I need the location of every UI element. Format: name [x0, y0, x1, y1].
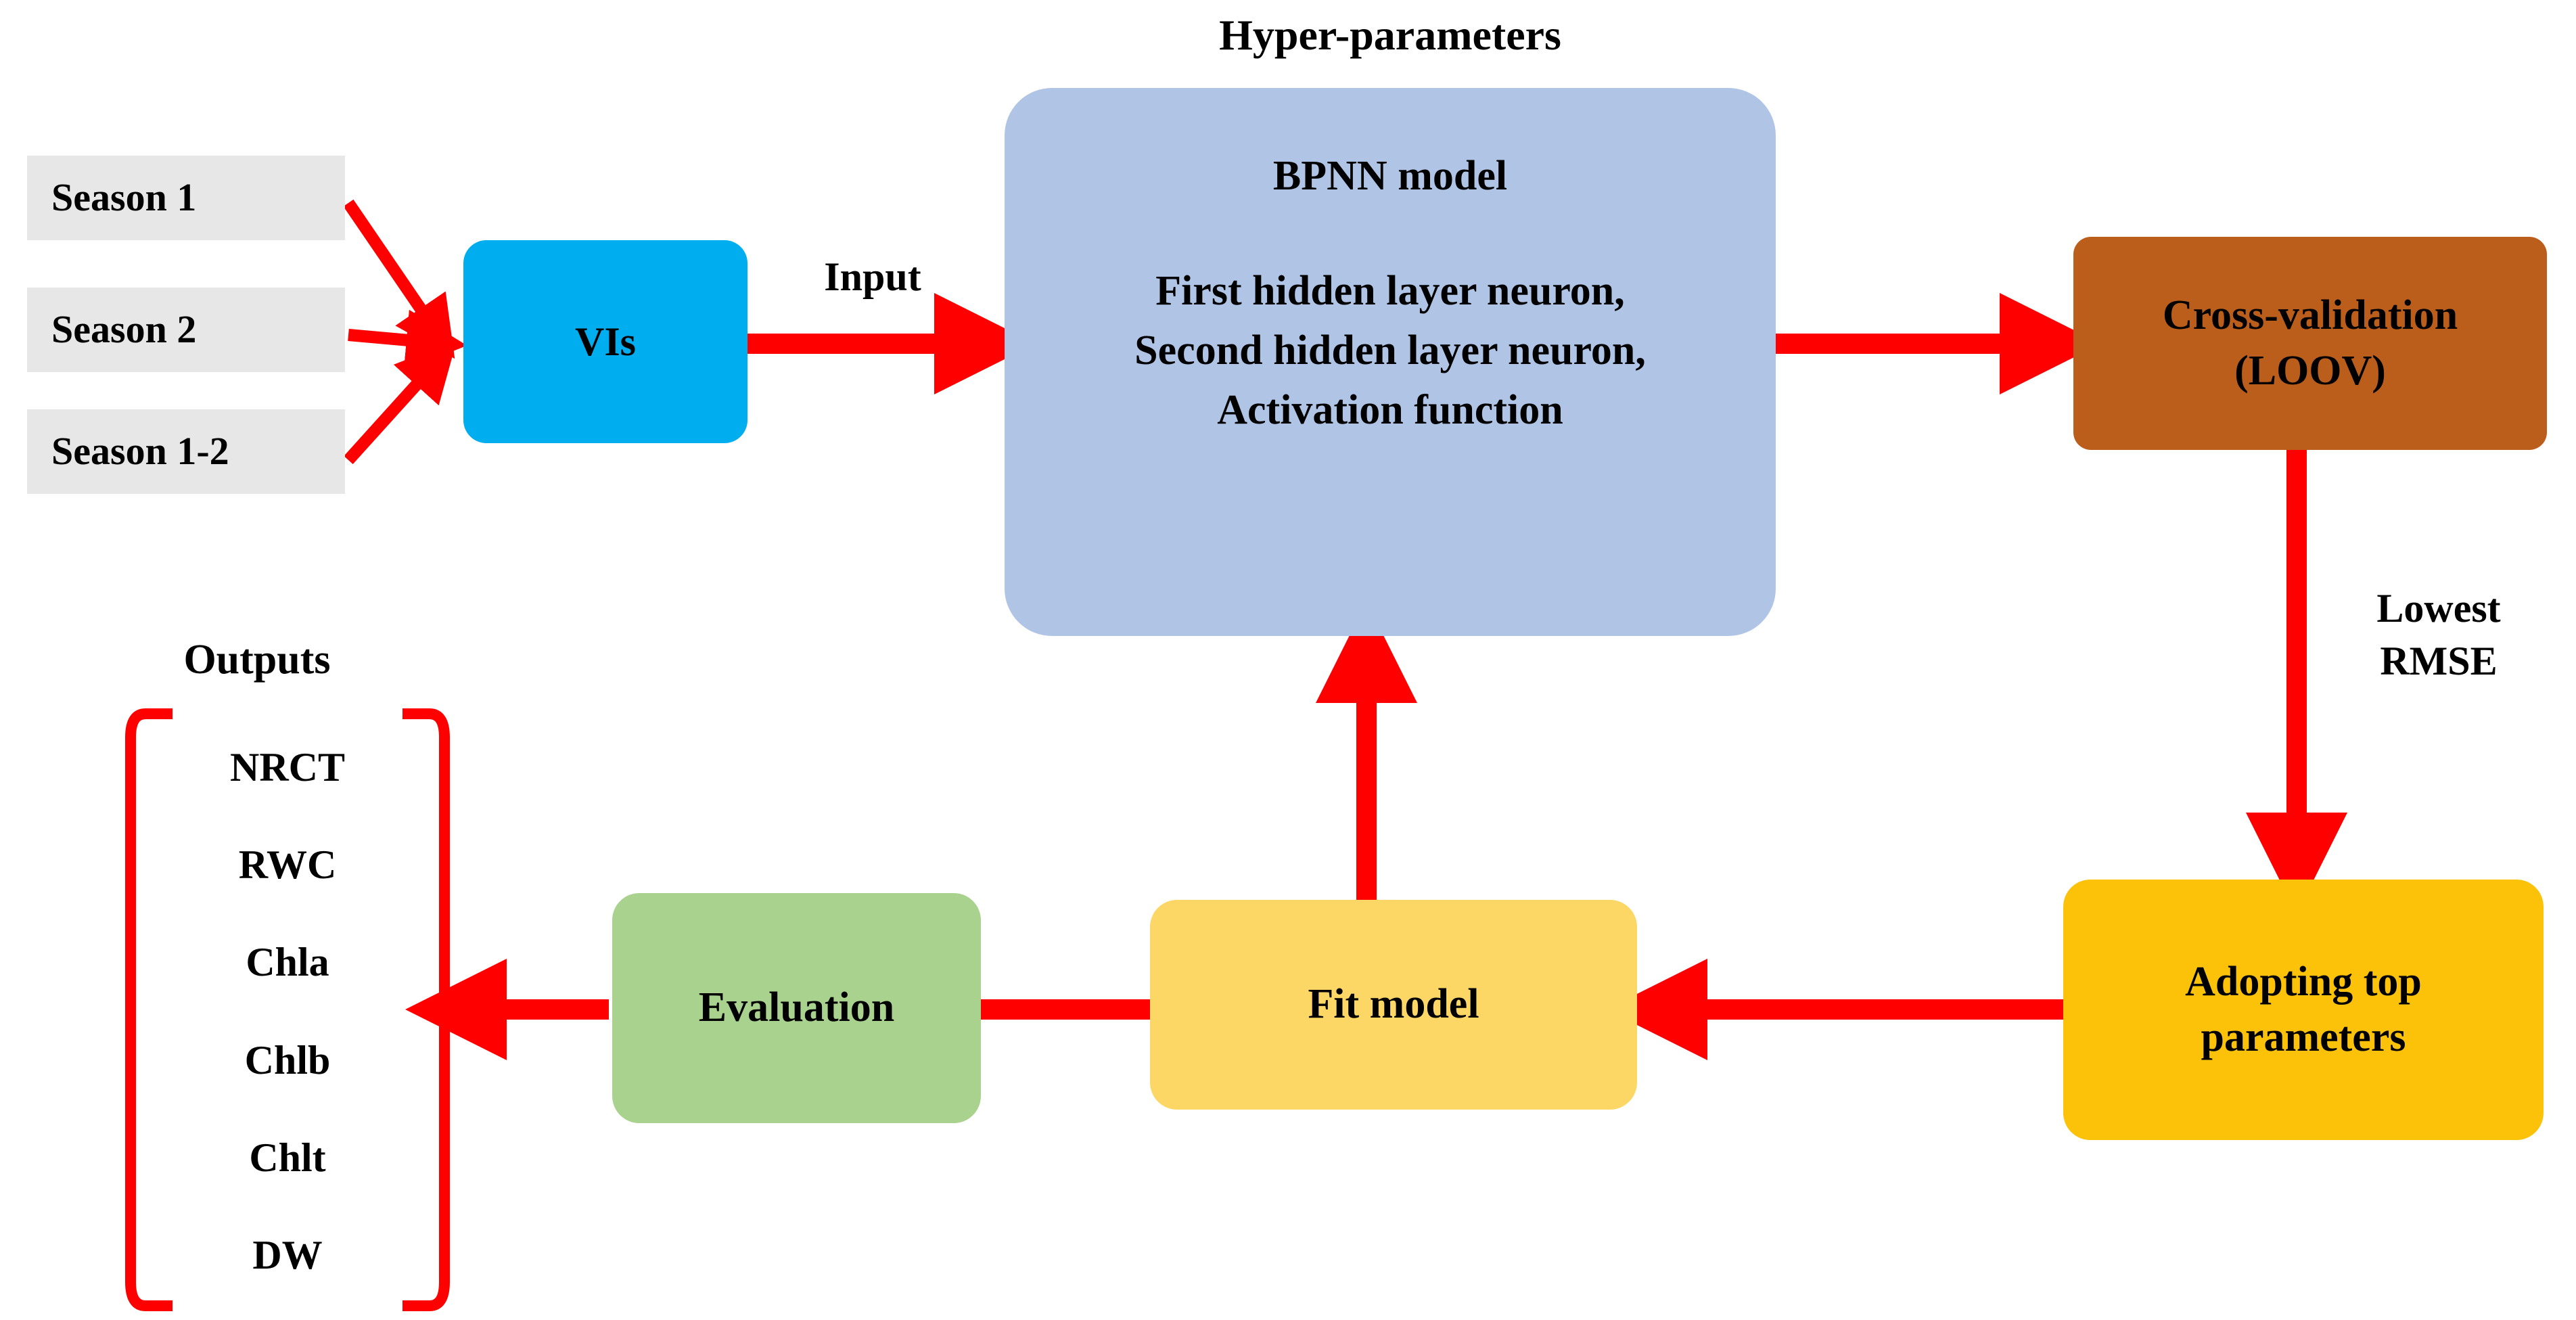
node-season-1[interactable]: Season 1	[27, 156, 345, 240]
edge-season1-vis	[343, 199, 455, 359]
node-vis[interactable]: VIs	[463, 240, 748, 443]
node-season-1-label: Season 1	[51, 175, 197, 220]
edge-season12-vis	[344, 340, 457, 465]
edge-label-lowest-rmse: Lowest RMSE	[2376, 586, 2501, 683]
list-item: NRCT	[229, 745, 345, 790]
list-item: DW	[252, 1232, 323, 1277]
list-item: RWC	[238, 842, 337, 888]
node-season-2[interactable]: Season 2	[27, 288, 345, 372]
edge-label-input: Input	[824, 254, 921, 299]
node-vis-label: VIs	[574, 319, 637, 364]
list-item: Chlt	[249, 1135, 326, 1180]
node-cross-validation-label: Cross-validation (LOOV)	[2162, 292, 2458, 394]
outputs-right-bracket	[402, 708, 450, 1311]
outputs-list: NRCT RWC Chla Chlb Chlt DW	[172, 744, 402, 1279]
node-fit-model-label: Fit model	[1308, 981, 1479, 1028]
list-item: Chla	[246, 940, 329, 985]
list-item: Chlb	[244, 1037, 331, 1083]
node-season-1-2-label: Season 1-2	[51, 429, 229, 474]
node-adopting-top-parameters[interactable]: Adopting top parameters	[2063, 880, 2544, 1140]
node-season-2-label: Season 2	[51, 307, 197, 352]
node-adopting-top-parameters-label: Adopting top parameters	[2185, 958, 2422, 1060]
outputs-left-bracket	[125, 708, 172, 1311]
node-season-1-2[interactable]: Season 1-2	[27, 409, 345, 494]
node-evaluation-label: Evaluation	[698, 984, 895, 1031]
node-evaluation[interactable]: Evaluation	[612, 893, 981, 1123]
node-cross-validation[interactable]: Cross-validation (LOOV)	[2073, 237, 2547, 450]
outputs-title: Outputs	[183, 637, 331, 683]
node-bpnn-params: First hidden layer neuron, Second hidden…	[1134, 267, 1646, 433]
edge-season2-vis	[348, 309, 467, 371]
node-bpnn-title: BPNN model	[1272, 153, 1508, 199]
node-bpnn-model[interactable]: BPNN model First hidden layer neuron, Se…	[1005, 88, 1776, 636]
hyper-parameters-title: Hyper-parameters	[1219, 11, 1561, 59]
node-fit-model[interactable]: Fit model	[1150, 900, 1637, 1110]
